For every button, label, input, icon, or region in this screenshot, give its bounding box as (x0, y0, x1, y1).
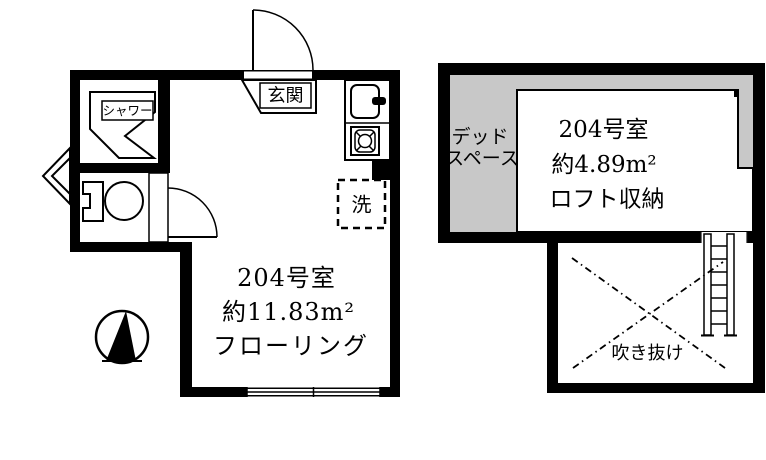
loft-storage-label: ロフト収納 (550, 187, 665, 213)
wall-void-left (547, 243, 558, 393)
wall-top (438, 63, 765, 75)
wall-shower-right (158, 80, 170, 163)
wall-right (390, 70, 400, 397)
wall-right (753, 63, 765, 393)
void-label: 吹き抜け (612, 343, 684, 364)
loft-floor-plan: デッド スペース 204号室 約4.89m² ロフト収納 (438, 63, 765, 393)
toilet-doorway (148, 172, 169, 243)
wall-left (438, 63, 450, 243)
laundry-label: 洗 (352, 193, 372, 217)
wall-kitchen-pillar (372, 160, 400, 180)
chevron-outer (41, 145, 71, 207)
loft-room-area: 約4.89m² (551, 152, 656, 178)
void-cross-line-1 (571, 257, 726, 369)
laundry-space: 洗 (336, 178, 387, 230)
wall-loft-bottom (438, 232, 765, 243)
wall-toilet-bottom (70, 242, 188, 252)
toilet-tank-icon (82, 181, 104, 222)
toilet-room (82, 172, 218, 243)
main-floor-plan: 玄関 シャワー (41, 9, 400, 397)
ladder-rail-left (703, 233, 712, 336)
entrance-opening (244, 69, 312, 81)
chevron-inner (50, 157, 71, 195)
kitchen-area (344, 79, 391, 161)
shower-room: シャワー (89, 91, 157, 159)
main-room-labels: 204号室 約11.83m² フローリング (213, 264, 369, 360)
stove-tick-bl (355, 145, 362, 152)
window (246, 387, 381, 397)
main-room-number: 204号室 (237, 264, 336, 292)
wall-vent-chevron-icon (41, 145, 71, 207)
genkan-label: 玄関 (268, 86, 304, 107)
main-room-area: 約11.83m² (222, 298, 355, 326)
entrance-door (244, 9, 314, 81)
dead-space-label-line1: デッド (451, 126, 508, 148)
void-room: 吹き抜け (571, 257, 726, 369)
dead-space-label-line2: スペース (445, 148, 519, 170)
void-cross-line-2 (572, 261, 724, 369)
genkan-label-box (259, 82, 312, 109)
wall-top (70, 70, 400, 80)
wall-void-bottom (547, 383, 765, 393)
shower-label: シャワー (102, 103, 152, 118)
toilet-bowl-icon (104, 181, 144, 221)
stove-burner-circle (357, 133, 373, 149)
loft-corner-tick (734, 90, 739, 97)
compass-icon (94, 309, 150, 365)
ladder-opening (700, 232, 748, 243)
wall-shower-toilet-divider (70, 163, 170, 173)
genkan-area: 玄関 (240, 79, 317, 114)
faucet-icon (372, 97, 386, 105)
wall-left (70, 70, 80, 252)
north-arrow (106, 311, 136, 361)
loft-labels: デッド スペース 204号室 約4.89m² ロフト収納 (445, 117, 664, 213)
ladder-icon (700, 232, 748, 337)
toilet-door-swing-arc (167, 187, 218, 238)
stove-inner-frame (354, 129, 376, 153)
wall-room-left (180, 242, 192, 387)
entrance-door-swing-arc (252, 9, 314, 71)
shower-label-box (101, 100, 154, 121)
main-room-floor-type: フローリング (213, 332, 369, 360)
loft-floor-walls (438, 63, 765, 393)
ladder-rail-right (726, 233, 735, 336)
stove-tick-br (368, 145, 375, 152)
loft-room-number: 204号室 (559, 117, 649, 143)
